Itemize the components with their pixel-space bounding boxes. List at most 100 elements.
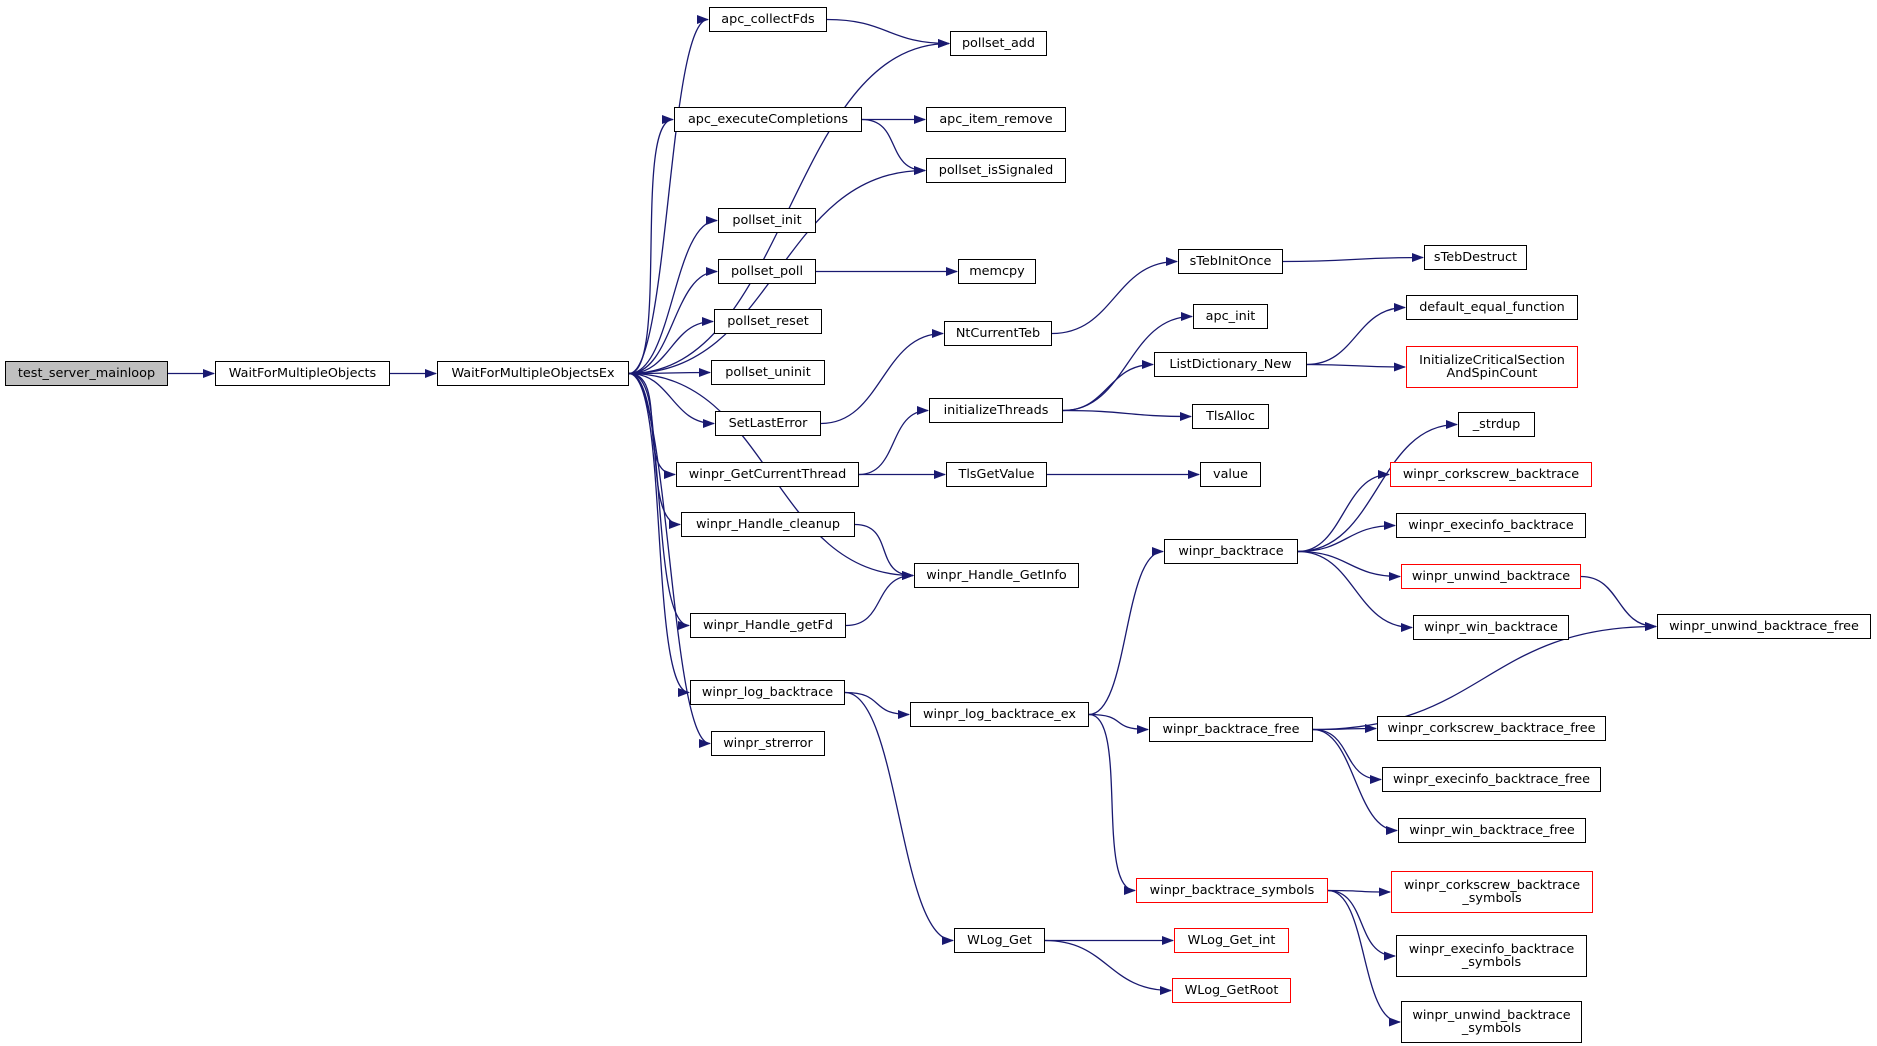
node-winpr-handle-getinfo[interactable]: winpr_Handle_GetInfo [914,563,1079,588]
node-label: winpr_unwind_backtrace_free [1669,618,1859,634]
node-winpr-execinfo-backtrace-symbols[interactable]: winpr_execinfo_backtrace _symbols [1396,935,1587,977]
node-winpr-unwind-backtrace[interactable]: winpr_unwind_backtrace [1401,564,1581,589]
node-label: winpr_win_backtrace_free [1409,822,1575,838]
node-pollset-issignaled[interactable]: pollset_isSignaled [926,158,1066,183]
node-label: test_server_mainloop [17,365,156,381]
node-default-equal-function[interactable]: default_equal_function [1406,295,1578,320]
node-label: TlsAlloc [1206,408,1255,424]
edge-waitformultipleobjectsex-to-winpr-strerror [628,372,711,748]
edge-winpr-log-backtrace-to-wlog-get [844,691,954,945]
node-winpr-corkscrew-backtrace-free[interactable]: winpr_corkscrew_backtrace_free [1377,716,1606,741]
edge-winpr-backtrace-symbols-to-winpr-corkscrew-backtrace-symbols [1327,887,1391,897]
node-label: winpr_Handle_cleanup [695,516,841,532]
edge-wlog-get-to-wlog-getroot [1044,939,1172,995]
node-pollset-uninit[interactable]: pollset_uninit [711,360,825,385]
node-label: sTebInitOnce [1189,253,1272,269]
node-label: winpr_log_backtrace [701,684,834,700]
node-winpr-backtrace-free[interactable]: winpr_backtrace_free [1149,717,1313,742]
node-winpr-backtrace[interactable]: winpr_backtrace [1164,539,1298,564]
node-winpr-log-backtrace[interactable]: winpr_log_backtrace [690,680,845,705]
node-pollset-reset[interactable]: pollset_reset [714,309,822,334]
node-apc-collectfds[interactable]: apc_collectFds [709,7,827,32]
node-initializecriticalsectionandspincount[interactable]: InitializeCriticalSection AndSpinCount [1406,346,1578,388]
node-label: TlsGetValue [958,466,1035,482]
node-wlog-get[interactable]: WLog_Get [954,928,1045,953]
node-memcpy[interactable]: memcpy [958,259,1036,284]
node-label: WLog_GetRoot [1184,982,1279,998]
edge-winpr-getcurrentthread-to-initializethreads [858,406,929,476]
node-tlsalloc[interactable]: TlsAlloc [1192,404,1269,429]
node-winpr-execinfo-backtrace-free[interactable]: winpr_execinfo_backtrace_free [1382,767,1601,792]
node-ntcurrentteb[interactable]: NtCurrentTeb [944,321,1052,346]
node-stebdestruct[interactable]: sTebDestruct [1424,245,1527,270]
node-waitformultipleobjects[interactable]: WaitForMultipleObjects [215,361,390,386]
edge-winpr-backtrace-free-to-winpr-win-backtrace-free [1312,728,1398,835]
node-apc-item-remove[interactable]: apc_item_remove [926,107,1066,132]
node-pollset-add[interactable]: pollset_add [950,31,1047,56]
node-listdictionary-new[interactable]: ListDictionary_New [1154,352,1307,377]
node-test-server-mainloop: test_server_mainloop [5,361,168,386]
edge-waitformultipleobjectsex-to-pollset-init [628,216,718,375]
node-pollset-poll[interactable]: pollset_poll [718,259,816,284]
node-winpr-handle-getfd[interactable]: winpr_Handle_getFd [690,613,846,638]
edge-waitformultipleobjectsex-to-setlasterror [628,372,715,428]
node-pollset-init[interactable]: pollset_init [718,208,816,233]
node-label: apc_item_remove [939,111,1053,127]
node-label: winpr_execinfo_backtrace _symbols [1408,941,1575,970]
node-winpr-corkscrew-backtrace[interactable]: winpr_corkscrew_backtrace [1390,462,1592,487]
edge-listdictionary-new-to-default-equal-function [1306,303,1406,366]
node-winpr-unwind-backtrace-symbols[interactable]: winpr_unwind_backtrace _symbols [1401,1001,1582,1043]
node-winpr-corkscrew-backtrace-symbols[interactable]: winpr_corkscrew_backtrace _symbols [1391,871,1593,913]
node-label: default_equal_function [1419,299,1565,315]
node-label: pollset_init [732,212,802,228]
node-winpr-strerror[interactable]: winpr_strerror [711,731,825,756]
node-winpr-backtrace-symbols[interactable]: winpr_backtrace_symbols [1136,878,1328,903]
node-label: ListDictionary_New [1169,356,1292,372]
node-label: winpr_Handle_GetInfo [926,567,1067,583]
node--strdup[interactable]: _strdup [1458,412,1535,437]
edge-winpr-backtrace-to--strdup [1297,420,1458,553]
edge-setlasterror-to-ntcurrentteb [820,329,944,425]
node-wlog-getroot[interactable]: WLog_GetRoot [1172,978,1291,1003]
node-winpr-getcurrentthread[interactable]: winpr_GetCurrentThread [676,462,859,487]
node-label: WLog_Get [967,932,1032,948]
node-setlasterror[interactable]: SetLastError [715,411,821,436]
node-value[interactable]: value [1200,462,1261,487]
node-label: pollset_isSignaled [938,162,1054,178]
node-label: winpr_execinfo_backtrace [1408,517,1574,533]
edge-winpr-backtrace-free-to-winpr-execinfo-backtrace-free [1312,728,1382,784]
node-winpr-win-backtrace-free[interactable]: winpr_win_backtrace_free [1398,818,1586,843]
node-label: winpr_execinfo_backtrace_free [1392,771,1591,787]
edge-winpr-log-backtrace-ex-to-winpr-backtrace-symbols [1088,713,1136,895]
edge-winpr-backtrace-free-to-winpr-corkscrew-backtrace-free [1312,724,1377,734]
node-label: winpr_backtrace [1178,543,1284,559]
node-label: winpr_corkscrew_backtrace [1402,466,1580,482]
node-label: SetLastError [728,415,808,431]
node-winpr-execinfo-backtrace[interactable]: winpr_execinfo_backtrace [1396,513,1586,538]
node-stebinitonce[interactable]: sTebInitOnce [1178,249,1283,274]
edge-apc-collectfds-to-pollset-add [826,18,950,48]
node-label: apc_collectFds [721,11,815,27]
node-winpr-win-backtrace[interactable]: winpr_win_backtrace [1413,615,1569,640]
node-label: winpr_win_backtrace [1424,619,1558,635]
edge-winpr-log-backtrace-to-winpr-log-backtrace-ex [844,691,910,719]
node-winpr-log-backtrace-ex[interactable]: winpr_log_backtrace_ex [910,702,1089,727]
node-winpr-unwind-backtrace-free[interactable]: winpr_unwind_backtrace_free [1657,614,1871,639]
node-label: _strdup [1472,416,1521,432]
node-tlsgetvalue[interactable]: TlsGetValue [946,462,1047,487]
edge-winpr-unwind-backtrace-to-winpr-unwind-backtrace-free [1580,575,1657,631]
edge-winpr-backtrace-to-winpr-win-backtrace [1297,550,1413,632]
node-label: winpr_log_backtrace_ex [923,706,1076,722]
node-label: winpr_backtrace_symbols [1149,882,1315,898]
node-apc-init[interactable]: apc_init [1193,304,1268,329]
node-initializethreads[interactable]: initializeThreads [929,398,1063,423]
node-waitformultipleobjectsex[interactable]: WaitForMultipleObjectsEx [437,361,629,386]
node-apc-executecompletions[interactable]: apc_executeCompletions [674,107,862,132]
edge-waitformultipleobjectsex-to-pollset-poll [628,267,718,375]
node-label: winpr_backtrace_free [1162,721,1300,737]
node-winpr-handle-cleanup[interactable]: winpr_Handle_cleanup [681,512,855,537]
node-label: initializeThreads [943,402,1049,418]
node-label: apc_init [1205,308,1256,324]
edge-winpr-backtrace-to-winpr-execinfo-backtrace [1297,521,1396,553]
node-wlog-get-int[interactable]: WLog_Get_int [1174,928,1289,953]
